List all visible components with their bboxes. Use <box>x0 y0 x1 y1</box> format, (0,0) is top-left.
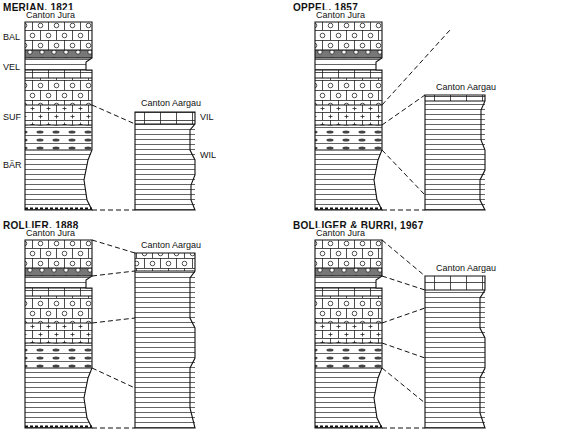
unit-label: BÄR <box>2 160 23 171</box>
unit-label: WIL <box>199 150 217 161</box>
column-label: Canton Aargau <box>140 98 202 109</box>
unit-label: VEL <box>2 62 21 73</box>
unit-label: SUF <box>2 112 22 123</box>
column-label: Canton Aargau <box>140 240 202 251</box>
column-label: Canton Jura <box>25 10 76 21</box>
column-label: Canton Jura <box>25 228 76 239</box>
unit-label: BAL <box>2 32 21 43</box>
column-label: Canton Jura <box>315 10 366 21</box>
column-label: Canton Jura <box>315 228 366 239</box>
column-label: Canton Aargau <box>435 263 497 274</box>
column-label: Canton Aargau <box>435 82 497 93</box>
unit-label: VIL <box>199 112 215 123</box>
